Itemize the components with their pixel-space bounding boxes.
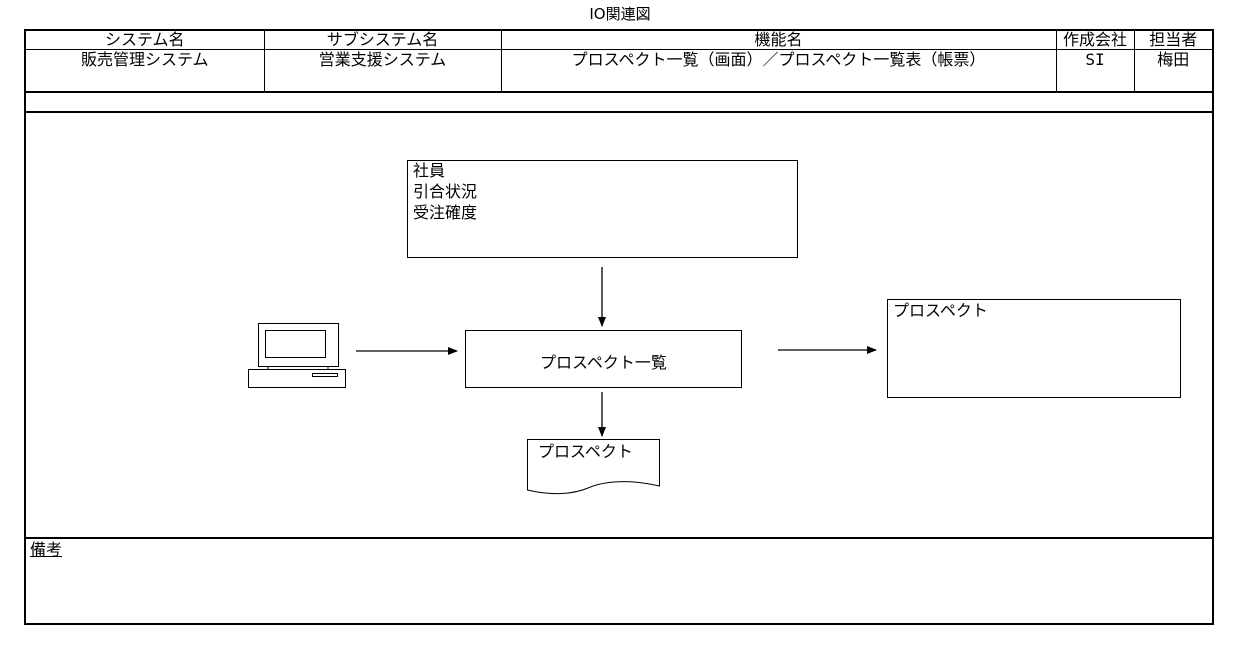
- person-value: 梅田: [1133, 49, 1214, 93]
- input-data-line: 受注確度: [413, 203, 478, 222]
- remarks-label: 備考: [30, 540, 63, 559]
- function-name-label: 機能名: [500, 29, 1057, 50]
- company-label: 作成会社: [1055, 29, 1135, 50]
- company-value: SI: [1055, 49, 1135, 93]
- subsystem-name-value: 営業支援システム: [263, 49, 502, 93]
- person-label: 担当者: [1133, 29, 1214, 50]
- report-label: プロスペクト: [538, 442, 633, 461]
- computer-terminal-icon: [248, 323, 346, 388]
- input-data-line: 引合状況: [413, 182, 478, 201]
- input-data-line: 社員: [413, 161, 446, 180]
- blank-band: [24, 91, 1214, 113]
- document-title: IO関連図: [589, 5, 651, 23]
- output-data-label: プロスペクト: [893, 301, 988, 320]
- function-name-value: プロスペクト一覧（画面）／プロスペクト一覧表（帳票）: [500, 49, 1057, 93]
- process-label: プロスペクト一覧: [540, 353, 667, 372]
- output-data-box: [887, 299, 1181, 398]
- diagram-area: [24, 113, 1214, 537]
- header-table: システム名 サブシステム名 機能名 作成会社 担当者 販売管理システム 営業支援…: [24, 29, 1214, 93]
- header-label-row: システム名 サブシステム名 機能名 作成会社 担当者: [24, 29, 1214, 50]
- process-box: [465, 330, 742, 388]
- report-document-icon: [527, 439, 660, 495]
- input-data-box: [407, 160, 798, 258]
- input-data-text: 社員 引合状況 受注確度: [413, 161, 477, 224]
- system-name-label: システム名: [24, 29, 265, 50]
- remarks-section: 備考: [24, 537, 1214, 625]
- system-name-value: 販売管理システム: [24, 49, 265, 93]
- subsystem-name-label: サブシステム名: [263, 29, 502, 50]
- header-value-row: 販売管理システム 営業支援システム プロスペクト一覧（画面）／プロスペクト一覧表…: [24, 49, 1214, 93]
